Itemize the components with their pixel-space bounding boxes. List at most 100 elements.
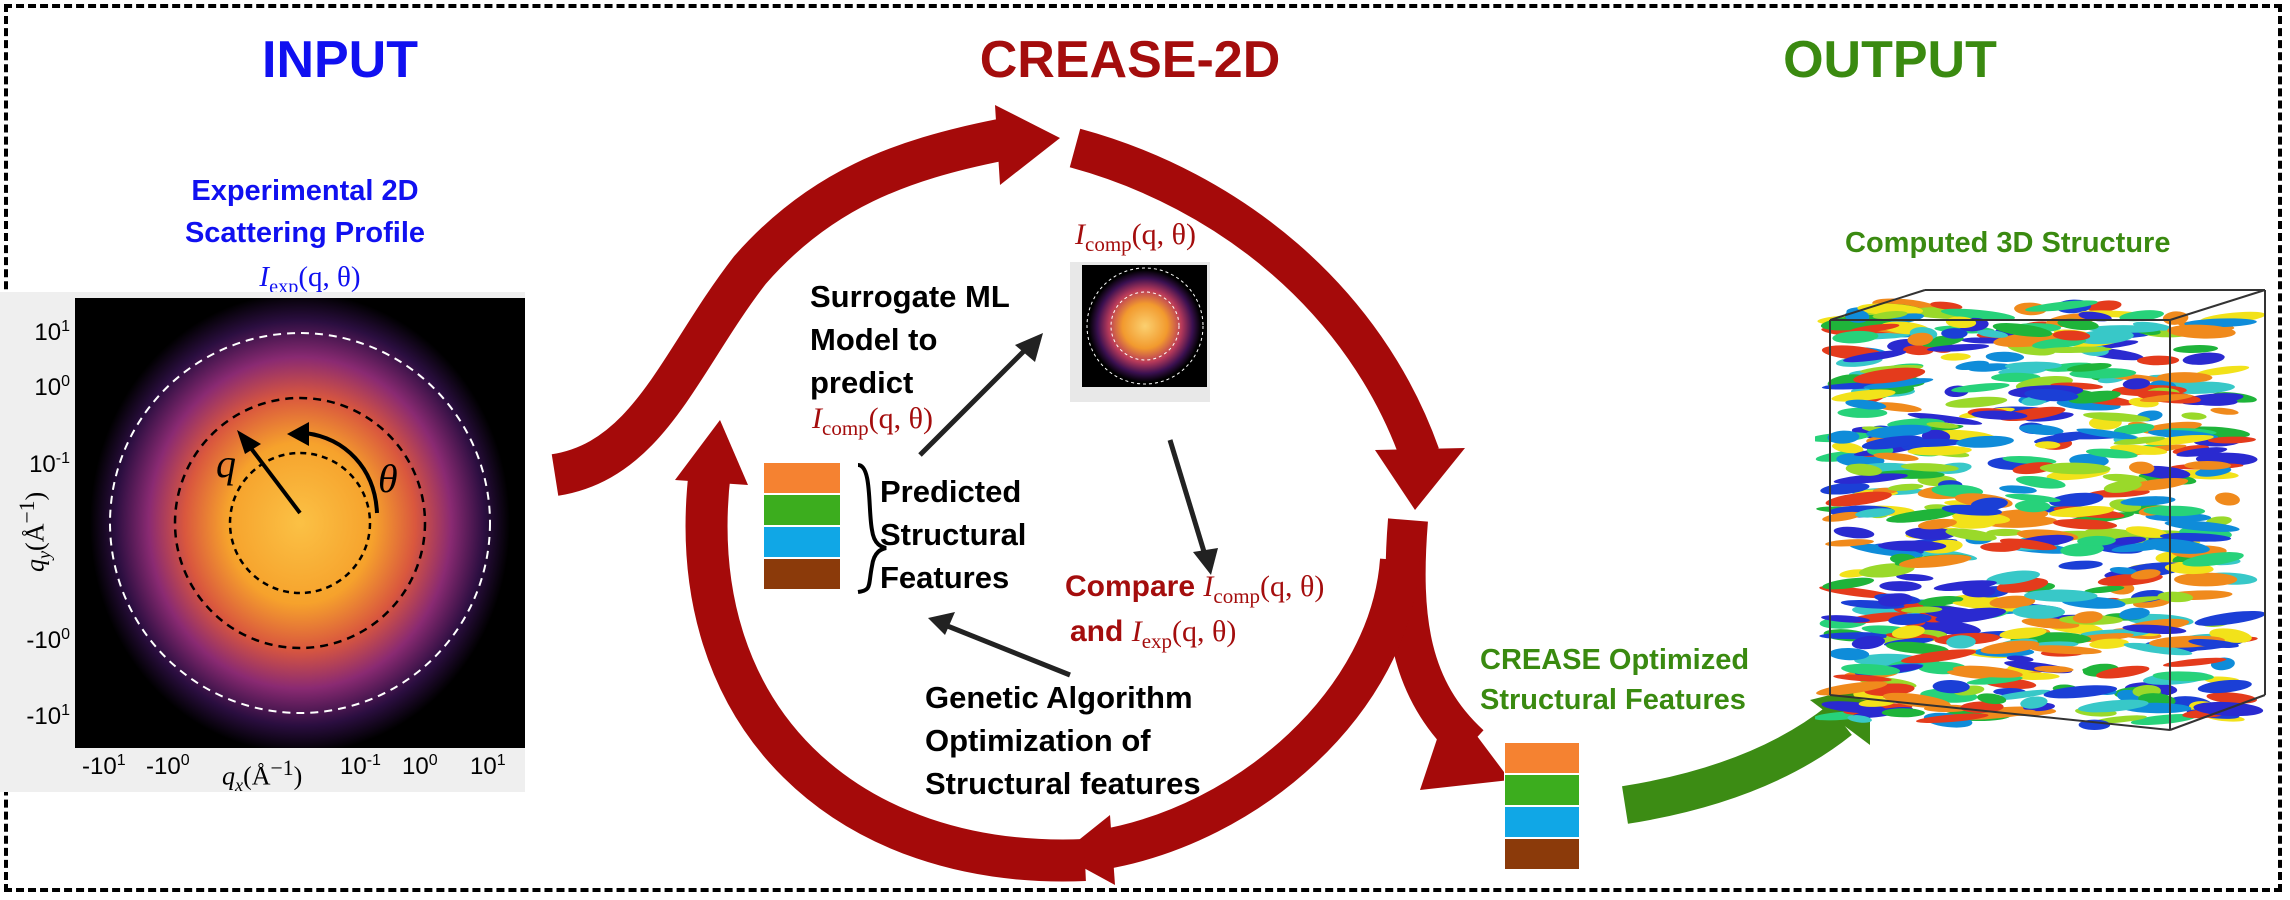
structure-title: Computed 3D Structure: [1845, 227, 2171, 259]
ellipsoid-particle: [2194, 610, 2266, 626]
ellipsoid-particle: [2103, 480, 2142, 493]
y-tick-label: -101: [26, 702, 70, 730]
input-title-line2: Scattering Profile: [184, 217, 426, 249]
ellipsoid-particle: [2052, 518, 2118, 530]
ellipsoid-particle: [1833, 473, 1908, 484]
ga-line1: Genetic Algorithm: [925, 680, 1193, 715]
y-axis-var: q: [20, 559, 50, 573]
ellipsoid-particle: [2130, 569, 2161, 580]
ellipsoid-particle: [1916, 713, 1989, 723]
arrow-to-compare-head: [1193, 548, 1218, 575]
ellipsoid-particle: [1878, 593, 1913, 607]
y-axis-exp: −1: [15, 500, 40, 524]
ellipsoid-particle: [1932, 679, 1970, 694]
optimized-label: CREASE Optimized Structural Features: [1480, 640, 1749, 720]
compare-sym2-args: (q, θ): [1172, 615, 1237, 648]
ellipsoid-particle: [1887, 483, 1924, 491]
predicted-label: Predicted Structural Features: [880, 470, 1026, 599]
ellipsoid-particle: [2085, 448, 2138, 459]
feature-block: [1504, 806, 1580, 838]
x-tick-label: 100: [402, 752, 438, 780]
ga-line2: Optimization of: [925, 723, 1151, 758]
ellipsoid-particle: [1952, 601, 2028, 612]
ellipsoid-particle: [1855, 508, 1895, 518]
compare-label: Compare Icomp(q, θ): [1065, 570, 1324, 609]
ellipsoid-particle: [2173, 345, 2219, 353]
ellipsoid-particle: [1827, 430, 1860, 444]
y-axis-sub: y: [33, 550, 54, 560]
q-arrowhead: [237, 430, 261, 454]
ellipsoid-particle: [1881, 708, 1925, 718]
ellipsoid-particle: [1900, 463, 1959, 472]
ellipsoid-particle: [2130, 714, 2197, 725]
ellipsoid-particle: [2089, 638, 2129, 649]
ellipsoid-particle: [2020, 696, 2048, 709]
ellipsoid-particle: [2182, 552, 2244, 567]
ellipsoid-particle: [2038, 346, 2112, 353]
ellipsoid-particle: [1825, 491, 1892, 507]
ellipsoid-particle: [2087, 488, 2150, 498]
cycle-arc-bottom-arrowhead: [1060, 815, 1115, 885]
ellipsoid-particle: [1866, 424, 1932, 439]
compare-sym1-sub: comp: [1213, 584, 1261, 608]
ellipsoid-particle: [1849, 323, 1900, 333]
optimized-line2: Structural Features: [1480, 684, 1746, 716]
ellipsoid-particle: [2122, 378, 2151, 390]
y-axis-unit: (Å: [20, 523, 50, 551]
ellipsoid-particle: [2157, 372, 2213, 383]
ellipsoid-particle: [1986, 528, 2024, 537]
ellipsoid-particle: [2029, 632, 2091, 645]
ellipsoid-particle: [2210, 407, 2239, 415]
theta-arrowhead: [287, 422, 309, 446]
ellipsoid-particle: [1971, 410, 2028, 420]
arrow-to-predicted-head: [928, 612, 955, 635]
ellipsoid-particle: [1841, 663, 1901, 676]
box-edge: [2169, 289, 2266, 321]
q-symbol: q: [216, 441, 236, 486]
ellipsoid-particle: [1833, 526, 1875, 539]
ellipsoid-particle: [1970, 497, 2008, 511]
y-tick-label: 100: [34, 373, 70, 401]
ellipsoid-particle: [1903, 345, 1934, 356]
feature-block: [1504, 774, 1580, 806]
ellipsoid-particle: [1992, 323, 2053, 337]
ellipsoid-particle: [2102, 473, 2147, 483]
cycle-arc-right-arrowhead: [1375, 448, 1465, 510]
ellipsoid-particle: [2157, 591, 2194, 603]
ellipsoid-particle: [1922, 663, 1951, 671]
output-flow-arrow: [1385, 518, 1484, 760]
ellipsoid-particle: [2078, 311, 2112, 322]
feature-block: [763, 462, 841, 494]
arrow-to-comp: [918, 343, 1032, 457]
surrogate-sym-base: I: [812, 402, 822, 435]
y-axis-label: qy(Å−1): [15, 452, 55, 612]
arrow-to-predicted: [944, 622, 1071, 678]
ellipsoid-particle: [1986, 570, 2041, 585]
theta-symbol: θ: [378, 456, 398, 501]
ellipsoid-particle: [2145, 434, 2214, 446]
ellipsoid-particle: [2132, 321, 2172, 331]
feature-block: [1504, 838, 1580, 870]
ellipsoid-particle: [2125, 526, 2168, 538]
ga-line3: Structural features: [925, 766, 1201, 801]
ellipsoid-particle: [2152, 671, 2214, 682]
ellipsoid-particle: [1861, 435, 1923, 450]
theta-arc: [304, 431, 379, 514]
predicted-line3: Features: [880, 560, 1010, 595]
x-tick-label: -101: [82, 752, 126, 780]
cycle-arc-left-arrowhead: [675, 420, 748, 485]
ellipsoid-particle: [2068, 390, 2121, 404]
ellipsoid-particle: [2127, 478, 2189, 491]
ellipsoid-particle: [2113, 423, 2155, 435]
surrogate-sym-args: (q, θ): [868, 402, 934, 435]
ellipsoid-particle: [1917, 518, 1957, 530]
compare-sym2-sub: exp: [1141, 629, 1173, 653]
input-title-line1: Experimental 2D: [191, 175, 419, 207]
input-heading: INPUT: [262, 31, 418, 89]
ellipsoid-particle: [2039, 462, 2111, 475]
input-flow-arrow: [550, 119, 1005, 496]
ellipsoid-particle: [1829, 647, 1870, 661]
ellipsoid-particle: [1872, 311, 1908, 319]
